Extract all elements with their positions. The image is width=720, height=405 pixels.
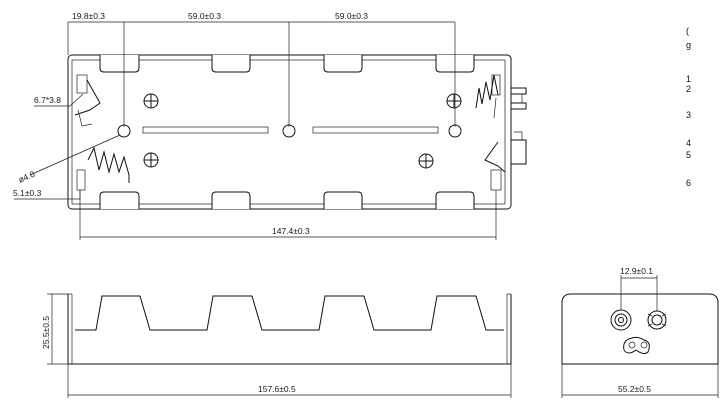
end-view: 12.9±0.1 55.2±0.5: [561, 266, 719, 398]
note-7: 5: [686, 150, 692, 160]
dim-top-left-offset: 19.8±0.3: [72, 11, 105, 21]
note-2: g: [686, 40, 692, 50]
note-1: (: [686, 26, 689, 36]
side-view: 25.5±0.5 157.6±0.5: [41, 293, 512, 398]
spring-left: [87, 146, 130, 183]
dim-inner-length: 147.4±0.3: [272, 226, 310, 236]
note-4: 2: [686, 84, 692, 94]
dim-terminal-spacing: 12.9±0.1: [620, 266, 653, 276]
dim-hole-diameter: ø4.0: [17, 169, 37, 185]
top-view-dimensions: 19.8±0.3 59.0±0.3 59.0±0.3 6.7*3.8 ø4.0 …: [13, 11, 497, 240]
dim-bottom-offset: 5.1±0.3: [13, 188, 42, 198]
top-view: [67, 54, 527, 210]
note-3: 1: [686, 74, 692, 84]
note-6: 4: [686, 138, 692, 148]
dim-top-span-1: 59.0±0.3: [188, 11, 221, 21]
dim-width: 55.2±0.5: [618, 384, 651, 394]
dim-top-span-2: 59.0±0.3: [335, 11, 368, 21]
dim-total-length: 157.6±0.5: [258, 384, 296, 394]
note-5: 3: [686, 110, 692, 120]
spring-right: [475, 74, 499, 109]
dim-height: 25.5±0.5: [41, 316, 51, 349]
dim-slot-size: 6.7*3.8: [34, 95, 61, 105]
note-8: 6: [686, 178, 692, 188]
